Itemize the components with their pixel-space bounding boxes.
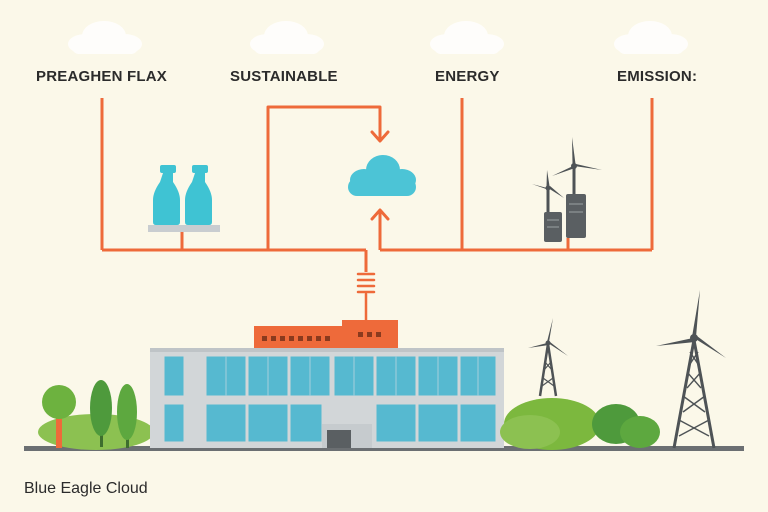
wind-turbine-icon <box>528 318 568 397</box>
cloud-icon <box>68 21 142 54</box>
arrow-down-icon <box>370 130 390 143</box>
label-energy: ENERGY <box>435 68 500 85</box>
label-preaghen-flax: PREAGHEN FLAX <box>36 68 167 85</box>
cloud-icon <box>614 21 688 54</box>
wind-turbine-group-top <box>532 137 602 242</box>
cloud-icon <box>250 21 324 54</box>
cloud-computing-icon <box>348 155 416 196</box>
arrow-up-icon <box>370 208 390 221</box>
connector-line-col2 <box>266 105 382 250</box>
connector-lines <box>100 98 654 272</box>
brand-name: Blue Eagle Cloud <box>24 480 148 497</box>
trees-left <box>38 380 154 450</box>
office-building-icon <box>150 320 504 448</box>
top-clouds <box>68 21 688 54</box>
label-emission: EMISSION: <box>617 68 698 85</box>
wind-turbine-icon <box>656 290 726 449</box>
bushes-right <box>500 398 660 450</box>
wind-turbine-icon <box>552 137 602 238</box>
coil-connector <box>356 272 376 324</box>
cloud-icon <box>430 21 504 54</box>
label-sustainable: SUSTAINABLE <box>230 68 338 85</box>
wind-turbine-icon <box>532 170 564 242</box>
bottle-icon <box>148 165 220 232</box>
ground-line <box>24 446 744 451</box>
arrowheads <box>370 130 390 221</box>
